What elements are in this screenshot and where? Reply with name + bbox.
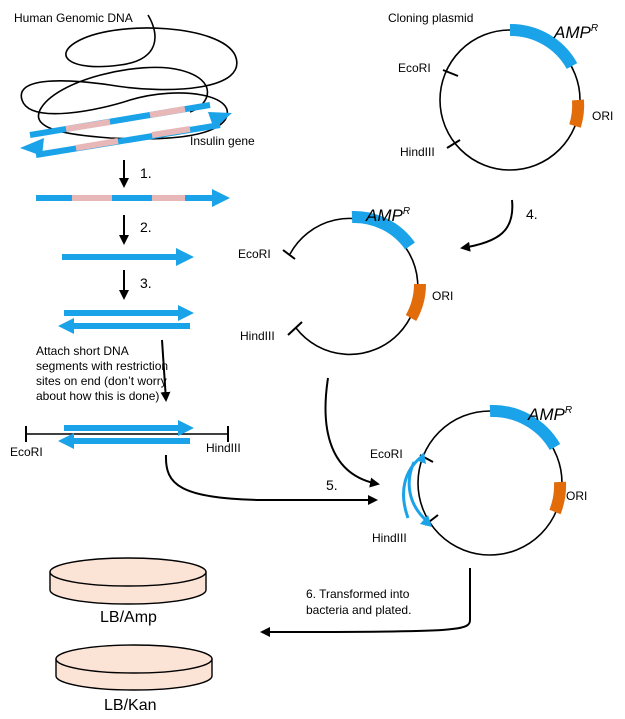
insulin-gene-strand	[36, 189, 230, 207]
plasmid1-ecori-label: EcoRI	[398, 61, 431, 75]
plasmid3-ecori-label: EcoRI	[370, 447, 403, 461]
insulin-dna-double-strand	[20, 102, 232, 158]
svg-text:Attach short DNA: Attach short DNA	[36, 344, 129, 358]
step1-label: 1.	[140, 165, 152, 181]
plasmid1-amp-label: AMPR	[553, 23, 598, 42]
recombinant-plasmid	[402, 404, 567, 556]
svg-text:sites on end (don’t worry: sites on end (don’t worry	[36, 374, 167, 388]
attach-arrow	[160, 339, 171, 402]
step6-arrow	[260, 568, 471, 637]
insert-to-ligation-arrow	[164, 454, 378, 505]
svg-text:segments with restriction: segments with restriction	[36, 359, 168, 373]
plasmid2-amp-label: AMPR	[365, 206, 410, 225]
transform-note-line2: bacteria and plated.	[306, 603, 411, 617]
plasmid-to-ligation-arrow	[324, 377, 380, 488]
dish-lb-amp	[49, 557, 207, 605]
attach-note: Attach short DNA segments with restricti…	[36, 344, 168, 403]
step2-label: 2.	[140, 219, 152, 235]
insert-ecori-label: EcoRI	[10, 445, 43, 459]
svg-text:about how this is done): about how this is done)	[36, 389, 159, 403]
insert-hindiii-label: HindIII	[206, 441, 241, 455]
dish-kan-label: LB/Kan	[104, 697, 156, 714]
plasmid3-amp-label: AMPR	[527, 405, 572, 424]
dish-lb-kan	[55, 644, 213, 691]
plasmid1-ori-label: ORI	[592, 109, 613, 123]
step4-arrow	[460, 199, 514, 252]
plasmid1-hindiii-label: HindIII	[400, 145, 435, 159]
plasmid2-ori-label: ORI	[432, 289, 453, 303]
plasmid2-ecori-label: EcoRI	[238, 247, 271, 261]
plasmid3-hindiii-label: HindIII	[372, 531, 407, 545]
plasmid3-ori-label: ORI	[566, 489, 587, 503]
cut-plasmid	[282, 210, 427, 356]
cloning-plasmid	[439, 23, 585, 171]
step4-label: 4.	[526, 206, 538, 222]
human-dna-label: Human Genomic DNA	[14, 11, 133, 25]
cdna-strand	[62, 248, 194, 266]
insert-with-sites	[25, 420, 229, 449]
genomic-dna-strand	[20, 14, 238, 140]
step3-label: 3.	[140, 275, 152, 291]
insulin-gene-label: Insulin gene	[190, 134, 255, 148]
step5-label: 5.	[326, 477, 338, 493]
double-stranded-cdna	[58, 305, 194, 334]
cloning-plasmid-label: Cloning plasmid	[388, 11, 473, 25]
transform-note-line1: 6. Transformed into	[306, 587, 410, 601]
plasmid2-hindiii-label: HindIII	[240, 329, 275, 343]
dish-amp-label: LB/Amp	[100, 609, 157, 626]
